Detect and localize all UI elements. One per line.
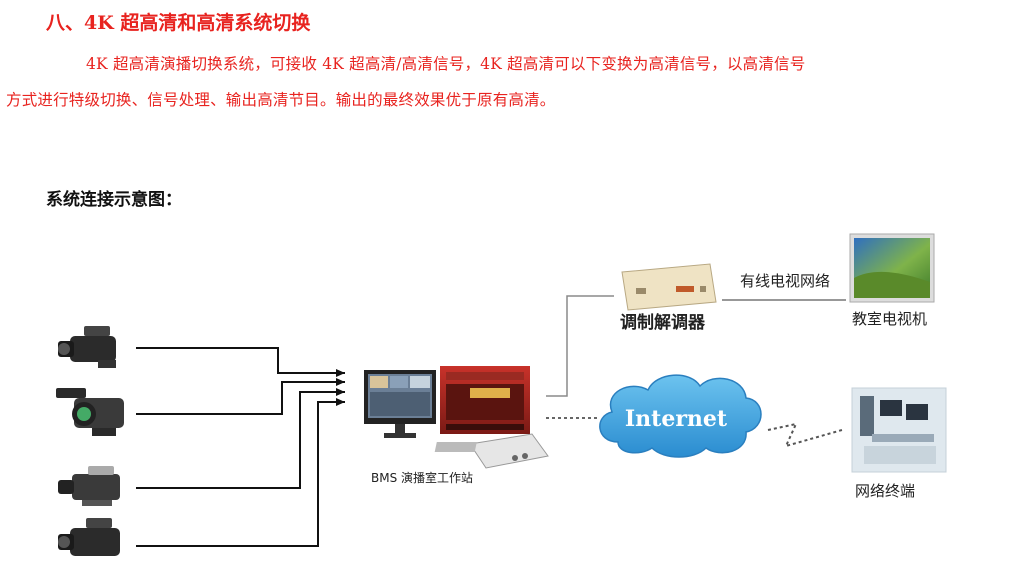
tv-label: 教室电视机 bbox=[852, 310, 927, 328]
server-rack bbox=[440, 366, 530, 434]
paragraph-line-1: 4K 超高清演播切换系统，可接收 4K 超高清/高清信号，4K 超高清可以下变换… bbox=[86, 55, 806, 73]
diagram-caption: 系统连接示意图： bbox=[46, 190, 182, 210]
section-heading: 八、4K 超高清和高清系统切换 bbox=[46, 12, 311, 34]
classroom-tv bbox=[849, 233, 935, 303]
internet-cloud bbox=[599, 374, 762, 458]
modulator-label: 调制解调器 bbox=[620, 312, 706, 333]
camera-1 bbox=[58, 326, 116, 368]
terminal-link bbox=[767, 422, 843, 448]
camera-4 bbox=[58, 518, 120, 556]
system-connection-diagram: BMS 演播室工作站 调制解调器 有线电视网络 教室电视机 Internet 网… bbox=[56, 233, 947, 556]
camera-2 bbox=[56, 388, 124, 436]
studio-label: BMS 演播室工作站 bbox=[371, 470, 473, 485]
monitor bbox=[364, 370, 436, 438]
studio-workstation bbox=[364, 366, 549, 469]
camera-links bbox=[136, 347, 345, 547]
paragraph-line-2: 方式进行特级切换、信号处理、输出高清节目。输出的最终效果优于原有高清。 bbox=[6, 91, 556, 109]
intro-paragraph: 4K 超高清演播切换系统，可接收 4K 超高清/高清信号，4K 超高清可以下变换… bbox=[6, 46, 966, 118]
internet-label: Internet bbox=[625, 406, 728, 432]
modulator-link bbox=[546, 295, 614, 397]
cable-network-label: 有线电视网络 bbox=[740, 272, 830, 290]
network-terminal bbox=[851, 387, 947, 473]
modulator-device bbox=[621, 263, 717, 311]
control-panel bbox=[434, 433, 549, 469]
terminal-label: 网络终端 bbox=[855, 482, 915, 500]
camera-3 bbox=[58, 466, 120, 506]
